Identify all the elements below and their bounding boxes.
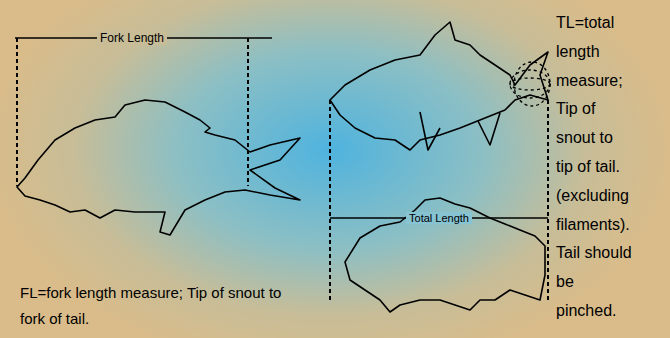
pinched-tail <box>510 62 550 106</box>
snapper-outline <box>17 100 300 235</box>
dashed-guide <box>16 38 18 186</box>
dashed-guide <box>547 100 549 302</box>
grouper-outline <box>345 198 545 312</box>
dashed-guide <box>329 100 331 302</box>
anal-fin <box>478 113 500 145</box>
note-text: TL=total length measure; Tip of snout to… <box>556 9 634 326</box>
dimension-label: Fork Length <box>97 31 167 45</box>
fish-outline <box>330 22 548 150</box>
note-text: FL=fork length measure; Tip of snout to … <box>20 280 288 332</box>
dimension-label: Total Length <box>406 212 472 224</box>
pectoral-fin <box>420 112 440 150</box>
